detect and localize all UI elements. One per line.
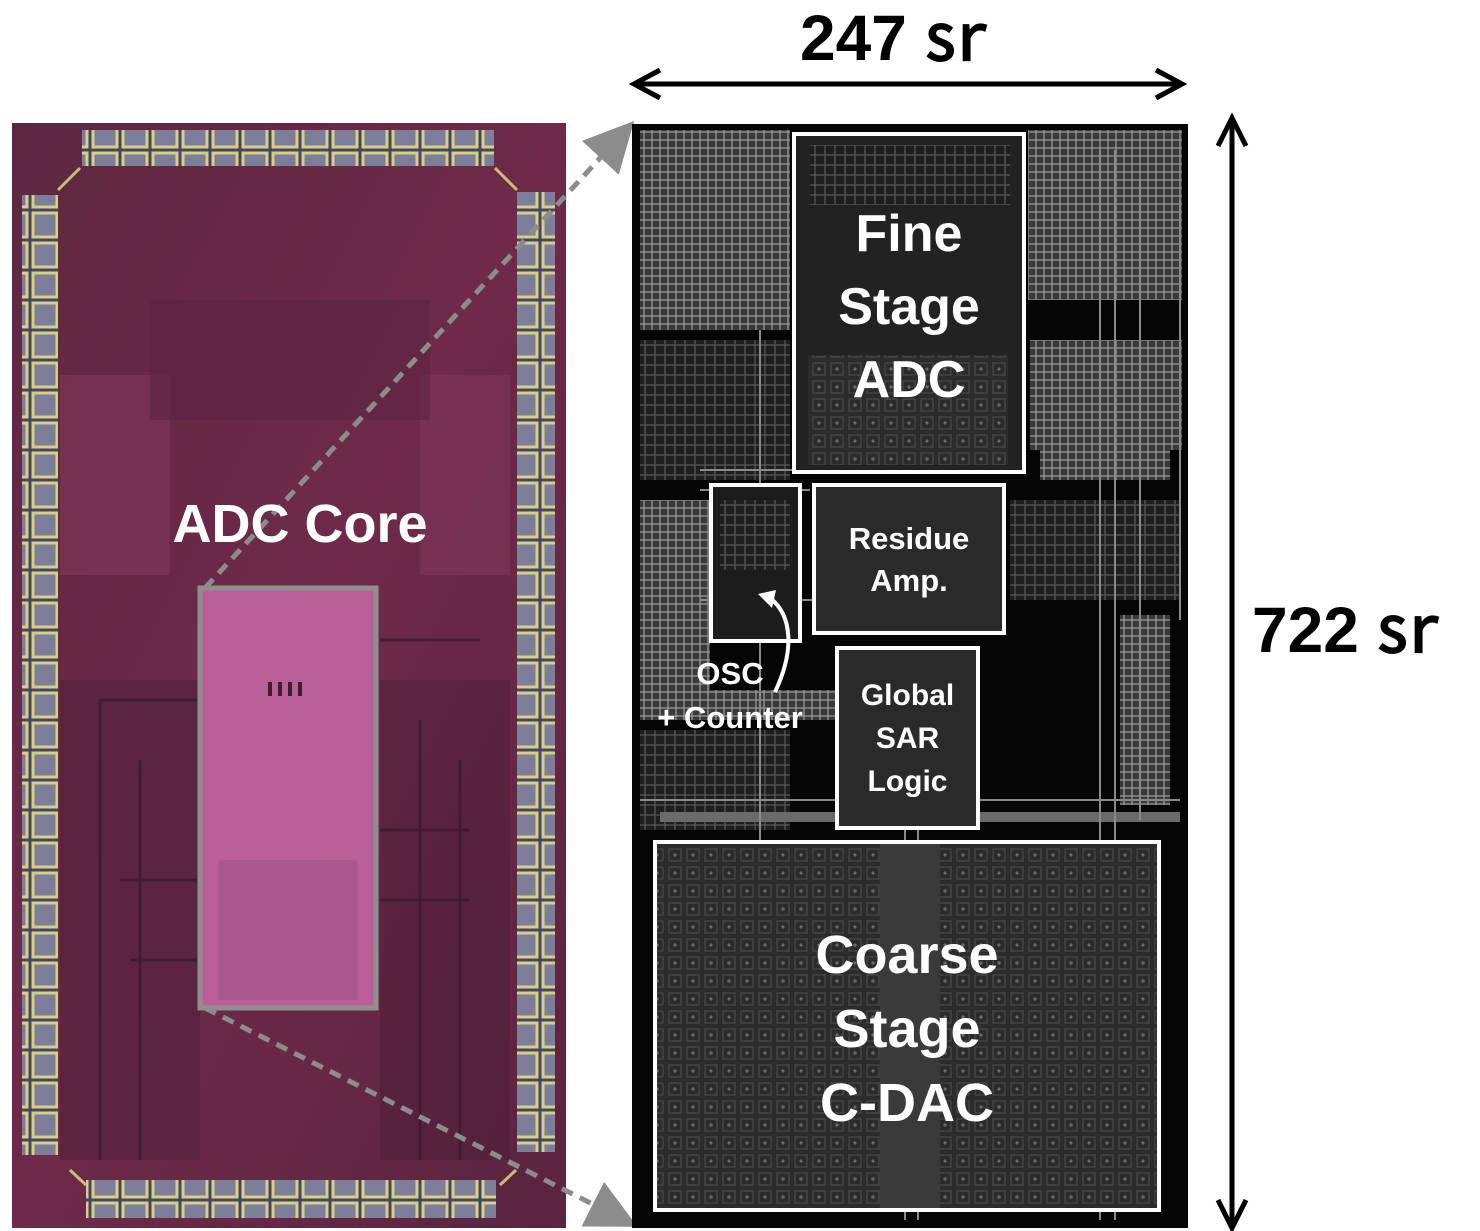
- global-sar-logic-label: Global SAR Logic: [860, 679, 955, 798]
- coarse-stage-cdac-block: [653, 840, 1161, 1212]
- residue-amp-block: [812, 483, 1006, 635]
- zoom-arrow-top: [203, 120, 635, 590]
- layout-texture: [640, 130, 1182, 830]
- osc-pointer-arrow: [768, 596, 791, 693]
- zoom-arrow-bottom: [203, 1005, 638, 1227]
- zoom-connectors: [203, 120, 638, 1227]
- adc-core-features: [268, 682, 302, 696]
- die-photo: [12, 123, 566, 1228]
- height-dimension-arrow: [1215, 112, 1249, 1231]
- osc-counter-label: OSC + Counter: [657, 656, 803, 735]
- width-dimension-arrow: [628, 67, 1188, 101]
- width-dimension-label: 247 ㏛: [800, 2, 989, 74]
- residue-amp-label: Residue Amp.: [848, 521, 970, 598]
- adc-core-label: ADC Core: [172, 494, 428, 554]
- fine-stage-adc-block: [792, 132, 1026, 474]
- height-dimension-label: 722 ㏛: [1252, 594, 1441, 666]
- layout-view: [632, 124, 1188, 1228]
- osc-counter-block: [709, 483, 802, 643]
- coarse-stage-cdac-label: Coarse Stage C-DAC: [815, 925, 999, 1133]
- fine-stage-adc-label: Fine Stage ADC: [838, 205, 980, 409]
- global-sar-logic-block: [835, 646, 980, 830]
- osc-pointer-arrowhead: [758, 590, 776, 608]
